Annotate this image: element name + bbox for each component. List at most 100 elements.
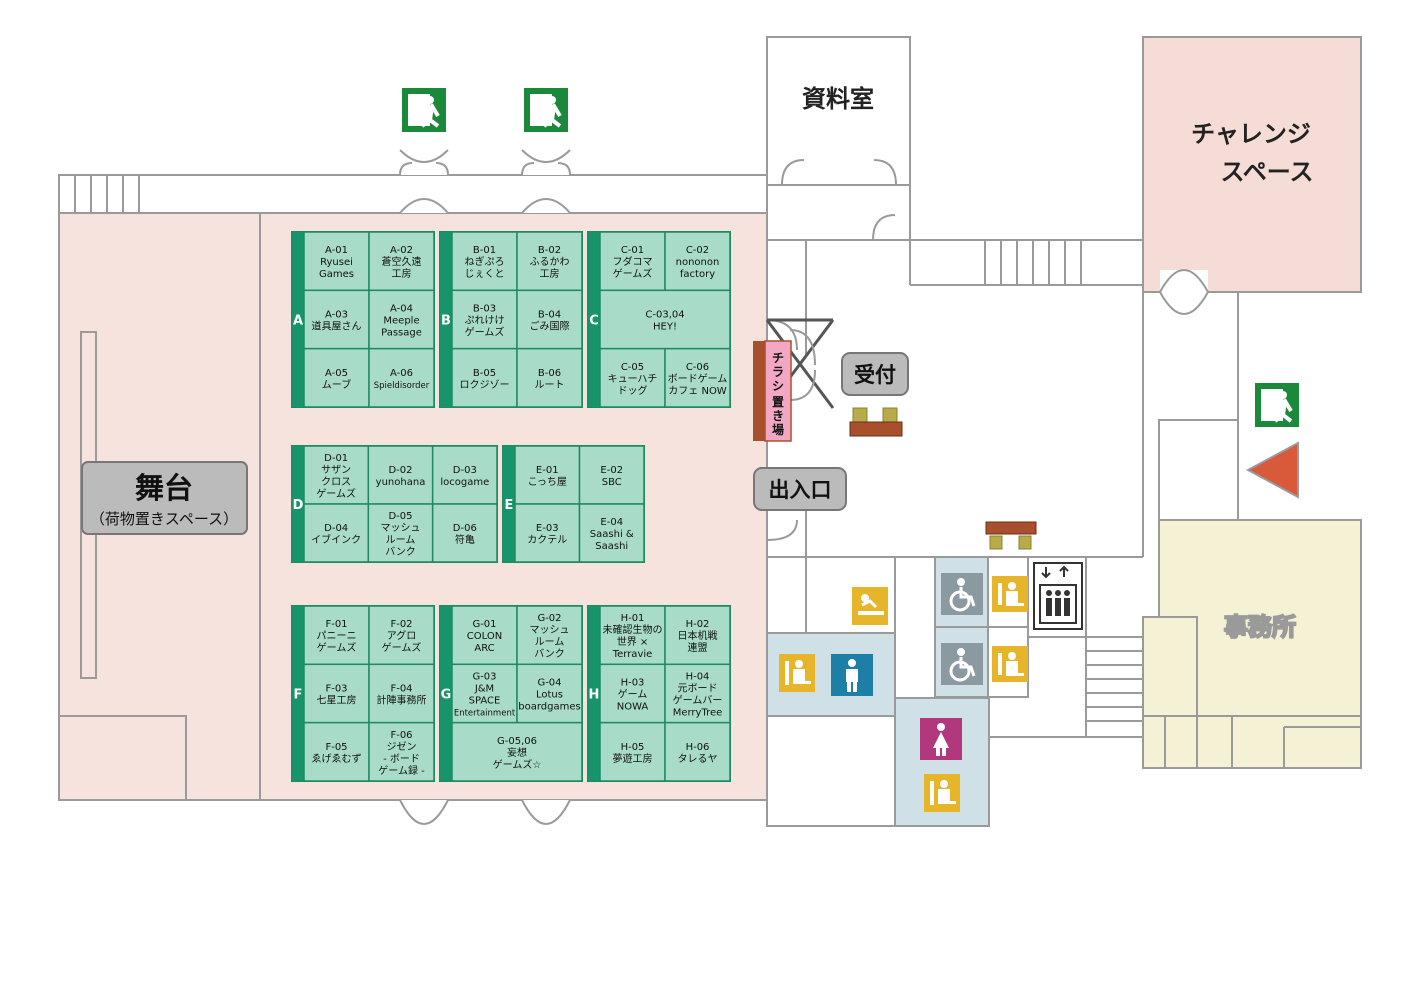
booth-cell[interactable] — [368, 231, 435, 292]
booth-cell[interactable] — [664, 721, 731, 782]
stage-label: 舞台 （荷物置きスペース） — [81, 461, 248, 535]
booth-cell[interactable] — [514, 503, 581, 563]
booth-cell[interactable] — [451, 663, 518, 724]
booth-label-line: A-01 — [325, 245, 348, 256]
booth-cell[interactable] — [431, 503, 498, 563]
booth-cell[interactable] — [664, 231, 731, 292]
booth-cell[interactable] — [664, 347, 731, 408]
booth-cell[interactable] — [578, 503, 645, 563]
booth-cell[interactable] — [516, 347, 583, 408]
booth-label-line: C-05 — [621, 362, 644, 373]
booth-cell[interactable] — [367, 503, 434, 563]
booth-cell[interactable] — [303, 503, 370, 563]
booth-cell[interactable] — [599, 289, 731, 350]
booth-cell[interactable] — [303, 663, 370, 724]
booth-cell[interactable] — [516, 289, 583, 350]
challenge-space-label-line2: スペース — [1220, 158, 1313, 186]
booth-blocks: AA-01RyuseiGamesA-02蒼空久遠工房A-03道具屋さんA-04M… — [291, 231, 731, 782]
booth-cell[interactable] — [578, 445, 645, 505]
booth-cell[interactable] — [516, 605, 583, 666]
booth-label-line: 妄想 — [507, 746, 527, 759]
booth-cell[interactable] — [368, 663, 435, 724]
booth-cell[interactable] — [451, 289, 518, 350]
booth-label-line: D-04 — [324, 523, 348, 534]
booth-cell[interactable] — [367, 445, 434, 505]
booth-cell[interactable] — [516, 663, 583, 724]
booth-block: BB-01ねぎぷろじぇくとB-02ふるかわ工房B-03ぷれけけゲームズB-04ご… — [439, 231, 583, 408]
booth-cell[interactable] — [599, 721, 666, 782]
booth-cell[interactable] — [599, 347, 666, 408]
booth-cell[interactable] — [303, 289, 370, 350]
booth-label-line: F-06 — [390, 730, 412, 741]
booth-label-line: factory — [680, 269, 715, 280]
booth-cell[interactable] — [599, 231, 666, 292]
western-toilet-icon — [992, 576, 1028, 612]
booth-cell[interactable] — [368, 347, 435, 408]
flyer-area-char: ラ — [772, 365, 784, 379]
booth-cell[interactable] — [451, 347, 518, 408]
booth-cell[interactable] — [431, 445, 498, 505]
booth-cell[interactable] — [664, 605, 731, 666]
booth-cell[interactable] — [451, 721, 583, 782]
booth-cell[interactable] — [451, 231, 518, 292]
entrance-label: 出入口 — [769, 478, 832, 502]
booth-cell[interactable] — [303, 605, 370, 666]
reception-label: 受付 — [854, 363, 896, 387]
booth-cell[interactable] — [368, 721, 435, 782]
booth-label-line: ゲームズ — [465, 326, 505, 339]
booth-cell[interactable] — [303, 445, 370, 505]
booth-label-line: Saashi — [595, 541, 628, 552]
booth-cell[interactable] — [599, 605, 666, 666]
booth-cell[interactable] — [368, 605, 435, 666]
booth-cell[interactable] — [664, 663, 731, 724]
booth-cell[interactable] — [303, 231, 370, 292]
reception-box — [841, 352, 909, 396]
booth-label-line: 未確認生物の — [603, 623, 663, 636]
